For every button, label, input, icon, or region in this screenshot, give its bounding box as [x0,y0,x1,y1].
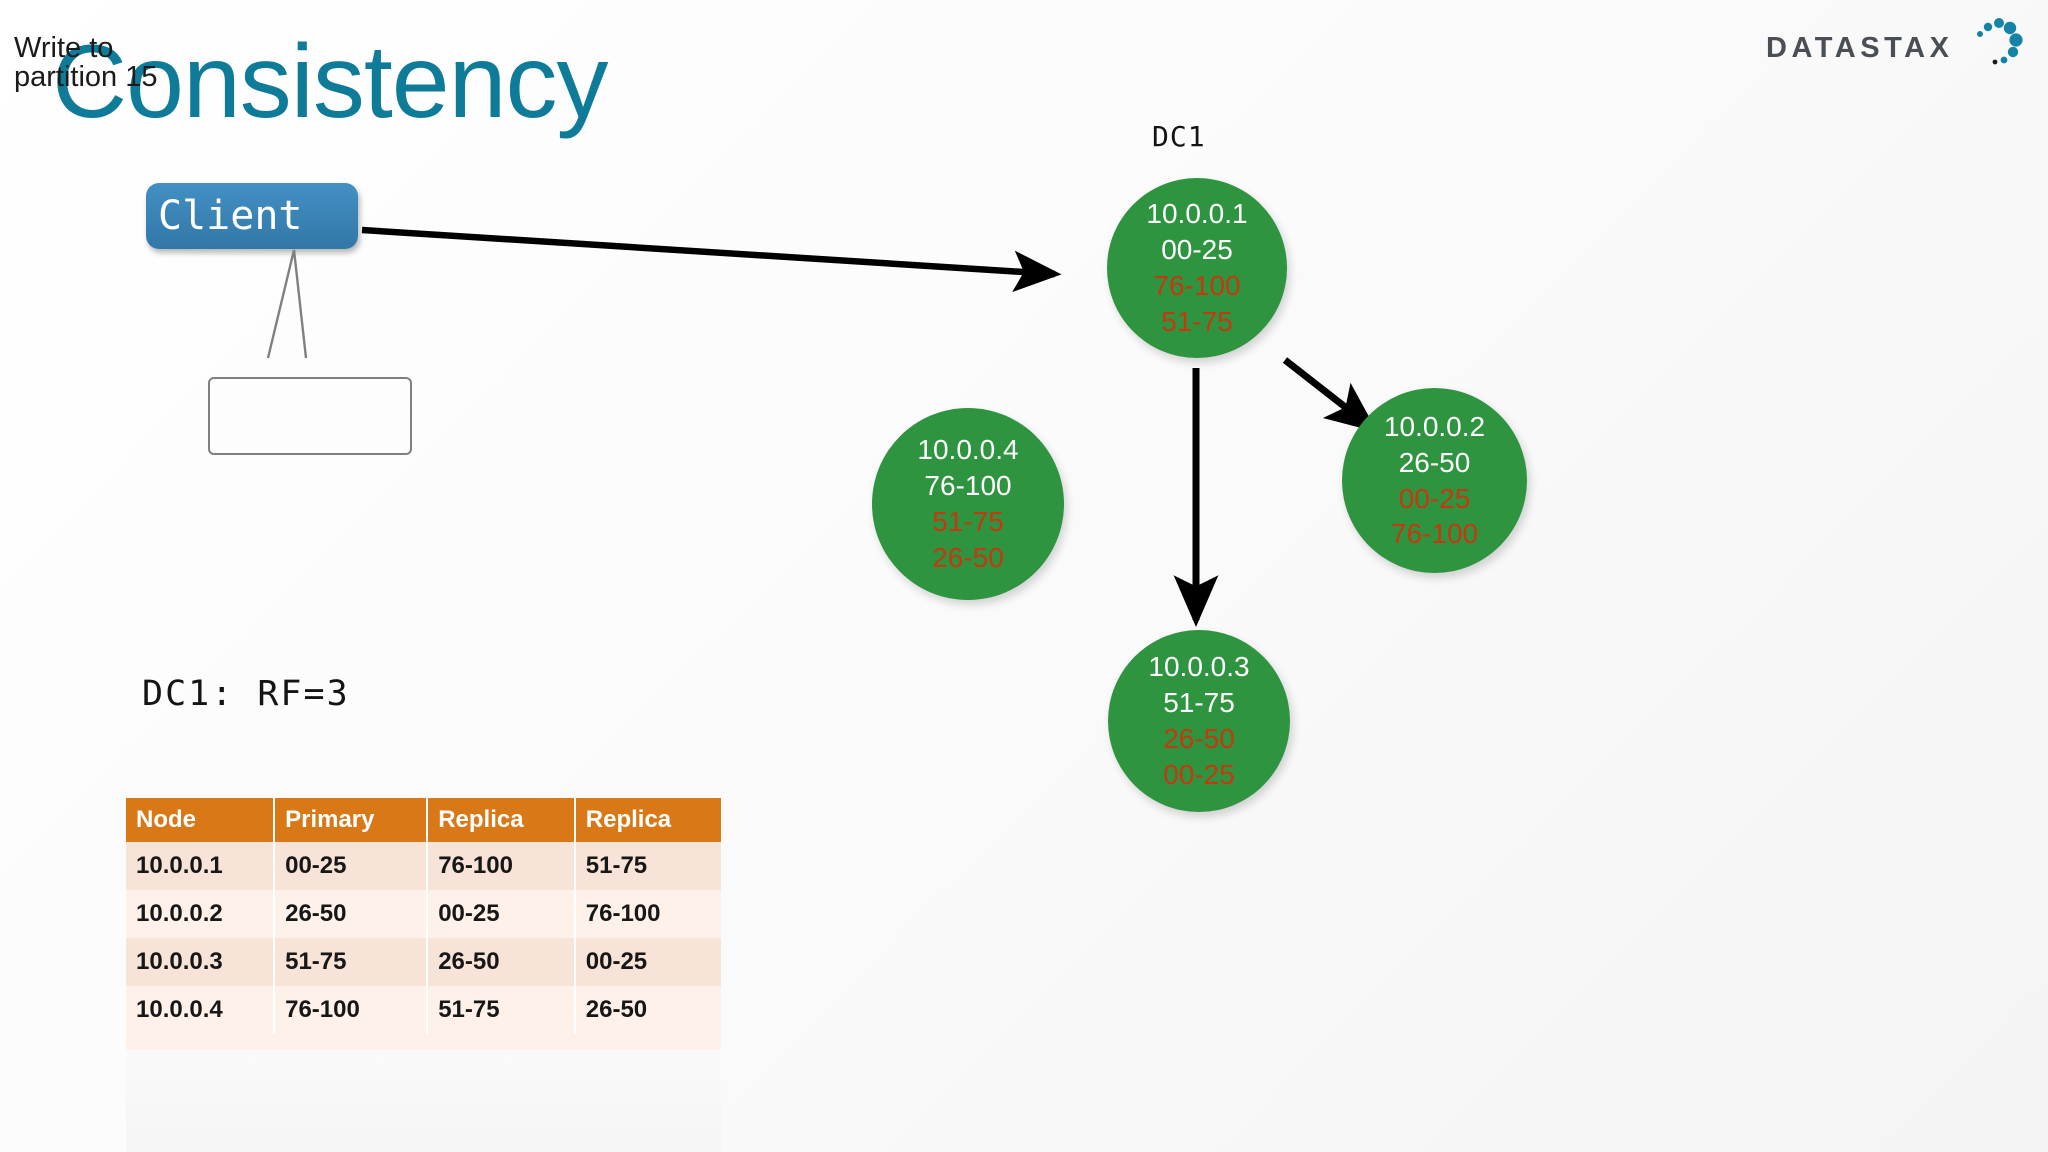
arrow-client-to-node1 [361,226,1062,293]
node-ip: 10.0.0.4 [917,434,1019,466]
logo-wordmark: DATASTAX [1766,32,1954,64]
cell-replica2: 26-50 [574,986,721,1034]
cell-replica2: 51-75 [574,842,721,890]
cell-replica1: 76-100 [427,842,576,890]
cell-primary: 26-50 [274,890,429,938]
node-circle-2[interactable]: 10.0.0.2 26-50 00-25 76-100 [1342,388,1527,573]
cell-replica1: 26-50 [427,938,576,986]
node-ip: 10.0.0.2 [1383,410,1486,442]
cell-primary: 51-75 [274,938,429,986]
cell-node: 10.0.0.4 [126,986,276,1034]
node-replica-range-1: 00-25 [1398,482,1471,514]
cell-node: 10.0.0.2 [126,890,276,938]
node-circle-3[interactable]: 10.0.0.3 51-75 26-50 00-25 [1108,630,1290,812]
node-primary-range: 76-100 [924,470,1012,502]
node-ip: 10.0.0.3 [1148,651,1250,683]
cell-node: 10.0.0.1 [126,842,276,890]
cell-replica2: 00-25 [574,938,721,986]
page-title: Consistency [52,24,608,140]
logo-dots-icon [1977,18,2023,65]
node-replica-range-1: 26-50 [1163,723,1235,754]
cell-replica2: 76-100 [574,890,721,938]
table-header-node: Node [126,798,276,842]
callout-text: Write to partition 15 [14,32,158,93]
node-primary-range: 51-75 [1163,687,1235,719]
node-primary-range: 26-50 [1398,446,1471,478]
node-replica-range-2: 51-75 [1161,305,1233,337]
client-label: Client [158,193,303,239]
node-replica-range-2: 76-100 [1390,518,1479,550]
replication-factor-caption: DC1: RF=3 [142,674,350,714]
node-circle-4[interactable]: 10.0.0.4 76-100 51-75 26-50 [872,408,1064,600]
cell-node: 10.0.0.3 [126,938,276,986]
node-primary-range: 00-25 [1161,234,1233,266]
datastax-logo: DATASTAX [1766,14,2024,76]
callout-bubble [208,353,412,455]
cell-primary: 76-100 [274,986,429,1034]
node-replica-range-2: 00-25 [1163,758,1235,790]
table-header-replica2: Replica [574,798,721,842]
table-row: 10.0.0.1 00-25 76-100 51-75 [126,842,721,890]
cell-primary: 00-25 [274,842,429,890]
node-replica-range-1: 76-100 [1153,270,1241,301]
table-header-row: Node Primary Replica Replica [126,798,721,842]
client-node-box[interactable]: Client [146,183,358,249]
table-header-primary: Primary [274,798,429,842]
node-replica-range-2: 26-50 [932,541,1004,573]
callout-bubble-body [208,377,412,455]
callout-tail [266,249,308,359]
node-replica-range-1: 51-75 [932,506,1004,537]
datacenter-label: DC1 [1152,120,1206,153]
table-row: 10.0.0.2 26-50 00-25 76-100 [126,890,721,938]
cell-replica1: 00-25 [427,890,576,938]
table-tail-band [126,1050,721,1152]
arrow-node1-to-node2 [1282,357,1378,433]
table-header-replica1: Replica [427,798,576,842]
ring-assignment-table: Node Primary Replica Replica 10.0.0.1 00… [126,798,721,1034]
table-row: 10.0.0.4 76-100 51-75 26-50 [126,986,721,1034]
cell-replica1: 51-75 [427,986,576,1034]
node-ip: 10.0.0.1 [1146,198,1248,230]
table-row: 10.0.0.3 51-75 26-50 00-25 [126,938,721,986]
node-circle-1[interactable]: 10.0.0.1 00-25 76-100 51-75 [1107,178,1287,358]
